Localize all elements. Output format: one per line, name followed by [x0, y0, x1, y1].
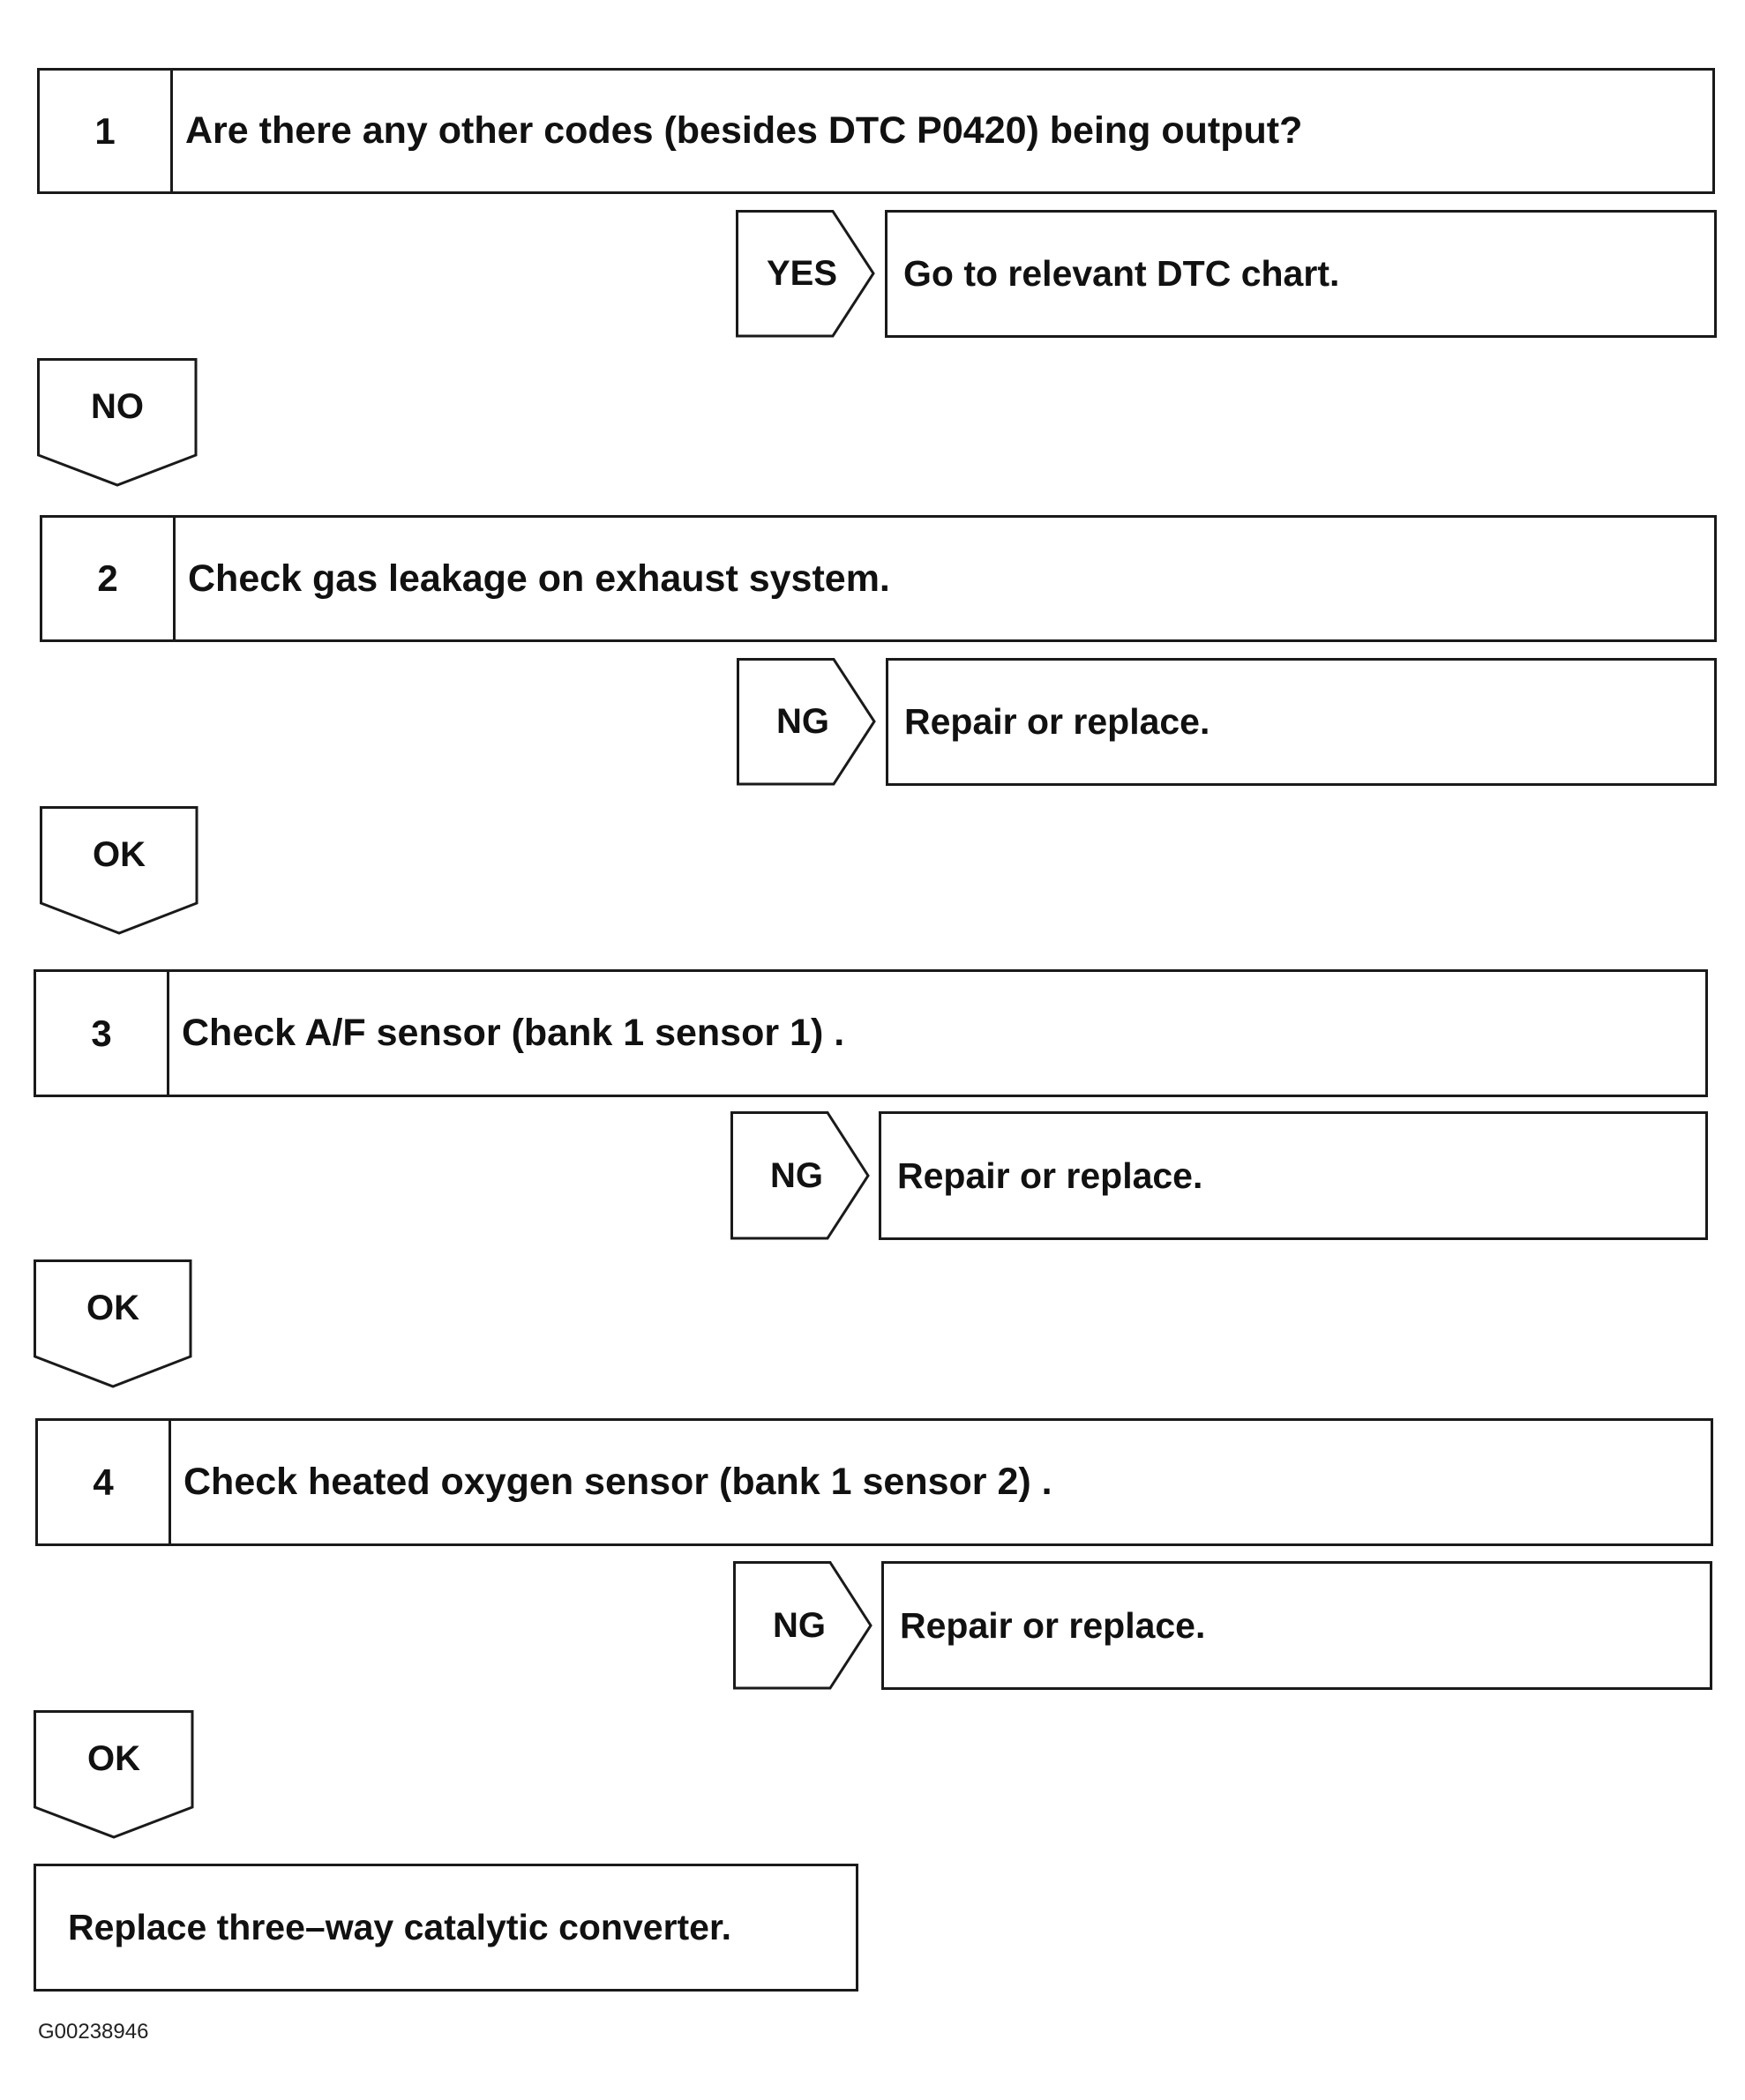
step-text: Check A/F sensor (bank 1 sensor 1) . [182, 1012, 845, 1054]
continue-label: OK [93, 834, 146, 874]
branch-result-box: Repair or replace. [886, 658, 1717, 786]
step-text: Are there any other codes (besides DTC P… [185, 109, 1303, 152]
final-action-box: Replace three–way catalytic converter. [34, 1864, 858, 1992]
branch-ng-arrow: NG [730, 1111, 872, 1240]
continue-label: NO [91, 386, 144, 426]
step-number: 3 [36, 972, 169, 1095]
step-number: 4 [38, 1421, 171, 1543]
step-2-box: 2 Check gas leakage on exhaust system. [40, 515, 1717, 642]
continue-label: OK [87, 1738, 140, 1778]
step-3-box: 3 Check A/F sensor (bank 1 sensor 1) . [34, 969, 1708, 1097]
branch-label: NG [773, 1605, 826, 1645]
branch-result-box: Go to relevant DTC chart. [885, 210, 1717, 338]
branch-label: NG [770, 1155, 823, 1195]
down-arrow-shape [37, 358, 198, 487]
step-4-box: 4 Check heated oxygen sensor (bank 1 sen… [35, 1418, 1713, 1546]
branch-label: NG [776, 702, 829, 741]
branch-arrow-shape [733, 1561, 872, 1690]
continue-ok-arrow: OK [34, 1259, 192, 1388]
branch-arrow-shape [737, 658, 876, 786]
branch-result-box: Repair or replace. [881, 1561, 1712, 1690]
branch-ng-arrow: NG [737, 658, 878, 786]
branch-result-box: Repair or replace. [879, 1111, 1708, 1240]
continue-ok-arrow: OK [40, 806, 198, 935]
branch-label: YES [766, 254, 838, 293]
down-arrow-shape [34, 1710, 194, 1839]
continue-no-arrow: NO [37, 358, 198, 487]
branch-yes-arrow: YES [736, 210, 877, 338]
step-text: Check gas leakage on exhaust system. [188, 557, 890, 600]
continue-label: OK [86, 1288, 139, 1327]
branch-arrow-shape [730, 1111, 870, 1240]
continue-ok-arrow: OK [34, 1710, 194, 1839]
step-number: 1 [40, 71, 173, 191]
step-number: 2 [42, 518, 176, 639]
branch-ng-arrow: NG [733, 1561, 874, 1690]
branch-arrow-shape [736, 210, 875, 338]
down-arrow-shape [40, 806, 198, 935]
down-arrow-shape [34, 1259, 192, 1388]
step-1-box: 1 Are there any other codes (besides DTC… [37, 68, 1715, 194]
figure-code: G00238946 [38, 2020, 149, 2044]
step-text: Check heated oxygen sensor (bank 1 senso… [183, 1461, 1052, 1503]
